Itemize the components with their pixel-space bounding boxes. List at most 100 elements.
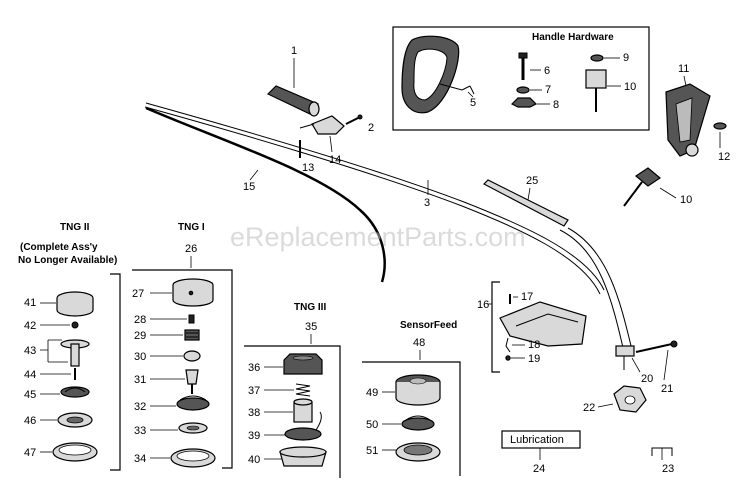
- part-guard-shield[interactable]: [499, 301, 587, 347]
- part-36-cap[interactable]: [283, 353, 323, 375]
- tng1-bracket: [132, 269, 233, 469]
- part-29-spring[interactable]: [184, 329, 200, 341]
- part-34-housing[interactable]: [170, 448, 216, 468]
- part-12-nut[interactable]: [713, 122, 727, 130]
- callout-15: 15: [243, 181, 255, 193]
- part-1-grip[interactable]: [266, 85, 320, 117]
- part-42-screw[interactable]: [71, 321, 79, 329]
- part-8-wing-nut[interactable]: [510, 97, 538, 108]
- tng2-note-line1: (Complete Ass'y: [20, 242, 98, 253]
- part-40-housing[interactable]: [279, 446, 327, 467]
- part-22-nut[interactable]: [613, 385, 647, 413]
- part-33-hub[interactable]: [178, 422, 208, 434]
- part-25-liner[interactable]: [482, 179, 569, 227]
- callout-46: 46: [24, 415, 36, 427]
- tng3-bracket: [244, 345, 341, 478]
- tng2-group: TNG II (Complete Ass'y No Longer Availab…: [18, 222, 121, 471]
- watermark: eReplacementParts.com: [230, 222, 526, 252]
- callout-36: 36: [248, 362, 260, 374]
- part-45-spring[interactable]: [60, 386, 90, 398]
- callout-39: 39: [248, 430, 260, 442]
- part-3-shaft[interactable]: [144, 102, 605, 295]
- part-27-cap[interactable]: [172, 278, 214, 307]
- tng2-note-line2: No Longer Available): [18, 255, 117, 266]
- callout-1: 1: [291, 45, 297, 57]
- callout-18: 18: [528, 339, 540, 351]
- part-5-loop-handle[interactable]: [401, 35, 475, 114]
- part-50-spool[interactable]: [401, 415, 435, 431]
- callout-28: 28: [134, 314, 146, 326]
- callout-8: 8: [553, 99, 559, 111]
- handle-hardware-title: Handle Hardware: [532, 32, 614, 43]
- callout-22: 22: [583, 402, 595, 414]
- callout-3: 3: [424, 197, 430, 209]
- tng2-title: TNG II: [60, 222, 90, 233]
- part-18-clip[interactable]: [505, 337, 511, 353]
- part-20-bracket[interactable]: [615, 345, 635, 370]
- callout-50: 50: [366, 419, 378, 431]
- callout-49: 49: [366, 387, 378, 399]
- callout-33: 33: [134, 425, 146, 437]
- part-6-bolt[interactable]: [518, 52, 528, 80]
- callout-25: 25: [526, 175, 538, 187]
- part-47-housing[interactable]: [52, 442, 98, 462]
- callout-12: 12: [718, 151, 730, 163]
- callout-21: 21: [661, 383, 673, 395]
- callout-27: 27: [132, 288, 144, 300]
- lubrication-label: Lubrication: [510, 434, 564, 446]
- part-21-bolt[interactable]: [635, 340, 678, 353]
- part-2-screw[interactable]: [345, 114, 363, 125]
- part-51-housing[interactable]: [395, 442, 441, 462]
- callout-37: 37: [248, 385, 260, 397]
- callout-7: 7: [545, 84, 551, 96]
- part-32-spool[interactable]: [176, 395, 210, 411]
- part-31-bolt[interactable]: [185, 369, 199, 394]
- part-10-knob-lower[interactable]: [623, 167, 662, 207]
- callout-24: 24: [533, 463, 545, 475]
- callout-11: 11: [678, 63, 689, 75]
- sensorfeed-title: SensorFeed: [400, 320, 457, 331]
- part-46-spool[interactable]: [57, 412, 93, 428]
- part-7-washer[interactable]: [516, 86, 530, 94]
- part-14-clamp[interactable]: [299, 115, 345, 135]
- part-37-spring[interactable]: [295, 383, 311, 397]
- callout-29: 29: [134, 330, 146, 342]
- part-39-spool[interactable]: [284, 411, 322, 441]
- callout-19: 19: [528, 353, 540, 365]
- callout-31: 31: [134, 374, 146, 386]
- callout-32: 32: [134, 401, 146, 413]
- lubrication-box[interactable]: [501, 430, 581, 449]
- callout-23: 23: [662, 463, 674, 475]
- callout-43: 43: [24, 345, 36, 357]
- part-38-spool-core[interactable]: [293, 398, 313, 423]
- callout-41: 41: [24, 297, 36, 309]
- tng1-group: TNG I 26 27 28 29 30 31: [132, 222, 233, 469]
- callout-2: 2: [368, 122, 374, 134]
- callout-47: 47: [24, 447, 36, 459]
- callout-38: 38: [248, 407, 260, 419]
- callout-51: 51: [366, 445, 378, 457]
- part-15-drive-cable[interactable]: [145, 106, 386, 283]
- part-41-cap[interactable]: [56, 291, 94, 317]
- part-43-shaft[interactable]: [60, 339, 90, 367]
- part-30-washer[interactable]: [183, 350, 201, 362]
- part-9-nut[interactable]: [590, 54, 604, 62]
- callout-10b: 10: [680, 194, 692, 206]
- part-10-knob[interactable]: [585, 69, 607, 112]
- callout-17: 17: [521, 291, 533, 303]
- part-11-handle[interactable]: [665, 83, 711, 157]
- callout-16: 16: [477, 299, 489, 311]
- part-28-screw[interactable]: [188, 314, 195, 324]
- tng3-title: TNG III: [294, 302, 326, 313]
- callout-9: 9: [623, 52, 629, 64]
- callout-42: 42: [24, 320, 36, 332]
- part-49-cap[interactable]: [395, 374, 441, 406]
- part-19-nut[interactable]: [505, 355, 511, 361]
- sensorfeed-group: SensorFeed 48 49 50 51: [362, 320, 461, 476]
- tng1-title: TNG I: [178, 222, 205, 233]
- callout-10a: 10: [624, 81, 636, 93]
- callout-35: 35: [305, 321, 317, 333]
- callout-13: 13: [302, 162, 314, 174]
- callout-20: 20: [641, 373, 653, 385]
